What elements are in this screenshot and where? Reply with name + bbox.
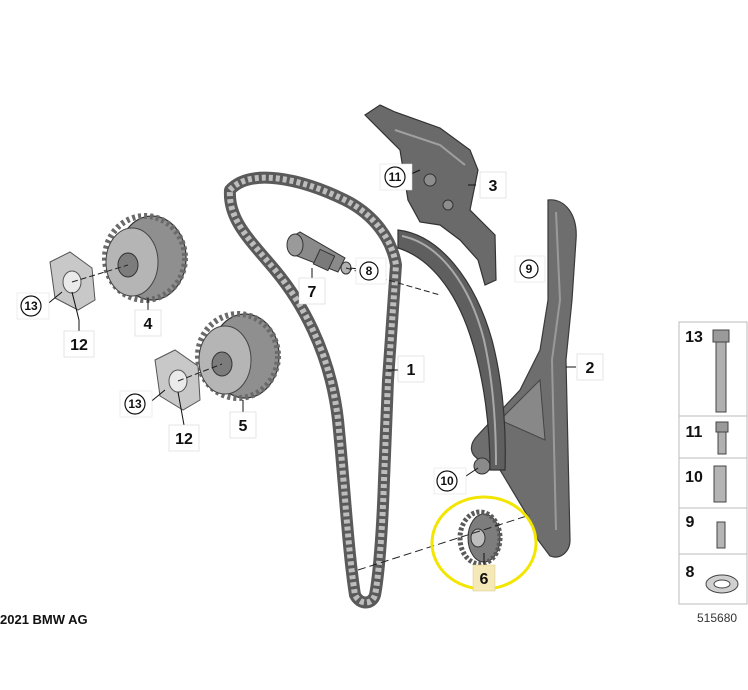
panel-num-11: 11 — [686, 424, 703, 441]
diagram-reference-number: 515680 — [697, 611, 737, 625]
adjuster-washer-lower — [154, 349, 201, 411]
callout-12a: 12 — [63, 330, 95, 358]
adjuster-washer-upper — [49, 251, 96, 311]
callout-13b: 13 — [119, 390, 153, 418]
callout-11: 11 — [379, 163, 413, 191]
bolt-13-icon — [712, 329, 730, 413]
pin-10-icon — [713, 465, 727, 503]
bolt-11-icon — [715, 421, 729, 455]
camshaft-adjuster-exhaust — [195, 311, 281, 401]
camshaft-adjuster-intake — [102, 213, 188, 303]
panel-num-9: 9 — [686, 514, 695, 531]
callout-12b-text: 12 — [175, 431, 193, 448]
panel-num-10: 10 — [685, 469, 703, 486]
panel-num-8: 8 — [686, 564, 695, 581]
callout-6: 6 — [472, 564, 496, 592]
callout-10-text: 10 — [440, 474, 454, 488]
callout-8-text: 8 — [366, 264, 373, 278]
callout-11-text: 11 — [389, 170, 402, 184]
callout-1: 1 — [397, 355, 425, 383]
callout-7: 7 — [298, 277, 326, 305]
chain-guide-bracket — [364, 104, 497, 286]
callout-2-text: 2 — [586, 360, 595, 377]
callout-7-text: 7 — [308, 284, 317, 301]
callout-5: 5 — [229, 411, 257, 439]
washer-8-icon — [705, 574, 739, 594]
chain-tensioner — [286, 231, 352, 275]
callout-3: 3 — [479, 171, 507, 199]
timing-chain — [223, 171, 402, 609]
callout-5-text: 5 — [239, 418, 248, 435]
callout-13a: 13 — [16, 292, 50, 320]
callout-10: 10 — [433, 467, 467, 495]
callout-1-text: 1 — [407, 362, 416, 379]
callout-12a-text: 12 — [70, 337, 88, 354]
callout-9-text: 9 — [526, 262, 533, 276]
crankshaft-sprocket — [457, 509, 503, 567]
axis-lines — [71, 264, 531, 571]
callout-4: 4 — [134, 309, 162, 337]
fastener-panel: 13 11 10 9 8 — [678, 321, 748, 605]
panel-num-13: 13 — [685, 329, 703, 346]
callout-12b: 12 — [168, 424, 200, 452]
callout-13b-text: 13 — [128, 397, 142, 411]
guide-rail — [397, 229, 506, 471]
callout-8: 8 — [355, 257, 387, 285]
callout-2: 2 — [576, 353, 604, 381]
sleeve-9-icon — [716, 521, 726, 549]
callout-4-text: 4 — [144, 316, 153, 333]
callout-9: 9 — [514, 255, 546, 283]
callout-13a-text: 13 — [24, 299, 38, 313]
callout-6-text: 6 — [480, 571, 489, 588]
copyright-text: 2021 BMW AG — [0, 612, 88, 627]
callout-3-text: 3 — [489, 178, 498, 195]
